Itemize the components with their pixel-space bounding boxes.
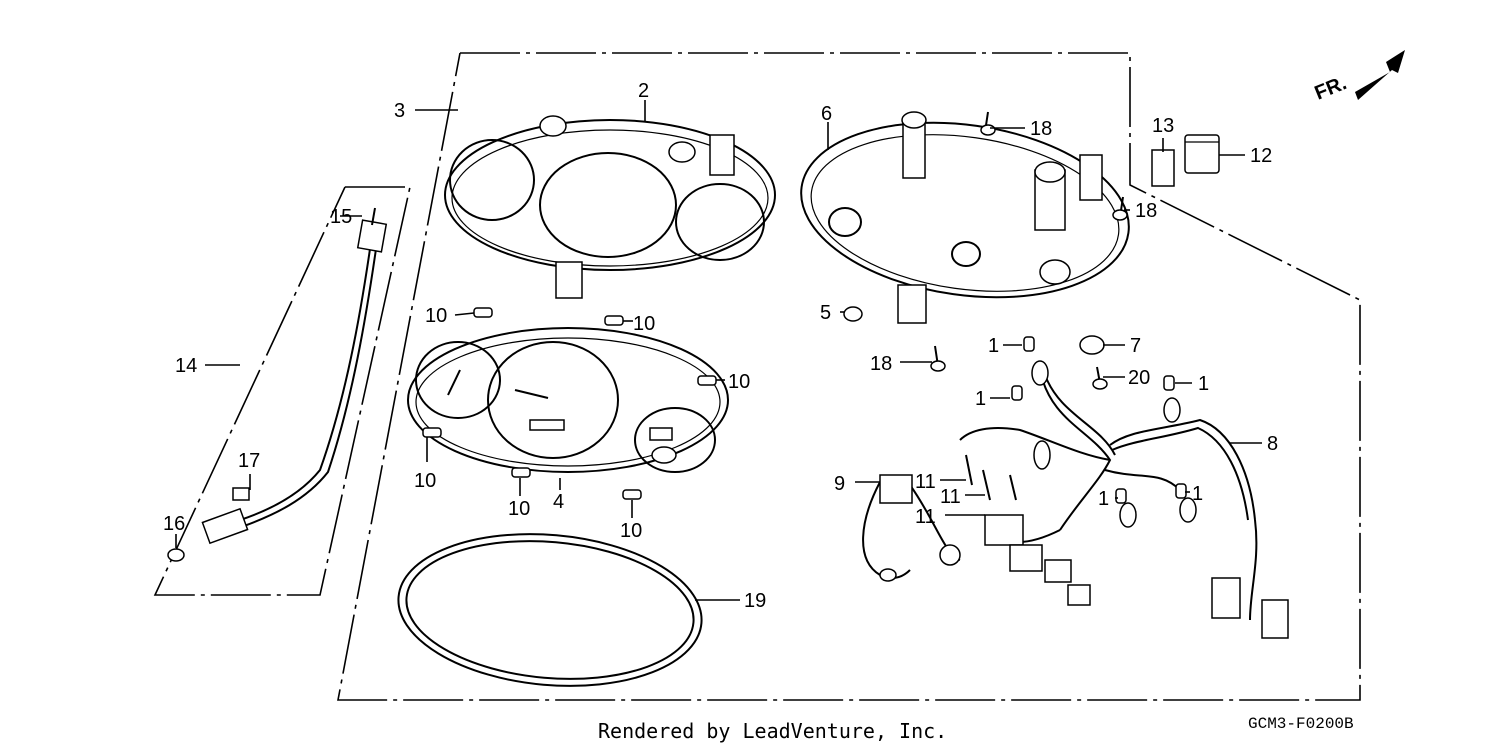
- speedometer-cable-part-14: [201, 207, 388, 545]
- leader-lines: [175, 100, 1262, 601]
- callout-11-a: 11: [915, 471, 936, 493]
- socket-part-1: [1011, 336, 1187, 504]
- callout-11-c: 11: [915, 506, 936, 528]
- footer-credit: Rendered by LeadVenture, Inc.: [598, 719, 947, 743]
- callout-19: 19: [744, 590, 766, 612]
- callout-18-lower: 18: [870, 353, 892, 375]
- callout-labels: 3 2 6 18 13 12 18 15 14 10 10 10 10 10 4…: [163, 80, 1278, 612]
- callout-7: 7: [1130, 335, 1141, 357]
- callout-10-f: 10: [620, 520, 642, 542]
- meter-case-part-2: [444, 115, 776, 299]
- direction-label: FR.: [1312, 72, 1350, 104]
- diagram-code: GCM3-F0200B: [1248, 715, 1354, 733]
- clip-part-7: [1079, 335, 1105, 355]
- bulb-part-10: [422, 307, 717, 500]
- gasket-part-19: [397, 533, 703, 687]
- callout-2: 2: [638, 80, 649, 102]
- callout-18-top: 18: [1030, 118, 1052, 140]
- meter-case-part-6: [800, 111, 1130, 324]
- pin-part-11: [965, 454, 1017, 501]
- wire-harness-part-8: [959, 360, 1289, 639]
- grommet-part-5: [843, 306, 863, 322]
- meter-face-part-4: [407, 327, 729, 473]
- callout-12: 12: [1250, 145, 1272, 167]
- callout-11-b: 11: [940, 486, 961, 508]
- plate-part-13: [1151, 149, 1175, 187]
- callout-18-right: 18: [1135, 200, 1157, 222]
- callout-10-b: 10: [633, 313, 655, 335]
- callout-13: 13: [1152, 115, 1174, 137]
- callout-1-c: 1: [1198, 373, 1209, 395]
- callout-10-d: 10: [414, 470, 436, 492]
- callout-6: 6: [821, 103, 832, 125]
- callout-1-e: 1: [1192, 483, 1203, 505]
- washer-part-16: [167, 548, 185, 562]
- sub-harness-part-9: [862, 474, 961, 582]
- callout-9: 9: [834, 473, 845, 495]
- front-direction-arrow-icon: FR.: [1312, 50, 1405, 105]
- cap-part-12: [1184, 134, 1220, 174]
- callout-5: 5: [820, 302, 831, 324]
- screw-part-20: [1092, 366, 1108, 390]
- callout-10-e: 10: [508, 498, 530, 520]
- screw-part-18: [930, 111, 1128, 372]
- callout-3: 3: [394, 100, 405, 122]
- callout-1-d: 1: [1098, 488, 1109, 510]
- bolt-part-17: [232, 487, 250, 501]
- callout-15: 15: [330, 206, 352, 228]
- callout-10-a: 10: [425, 305, 447, 327]
- callout-20: 20: [1128, 367, 1150, 389]
- callout-10-c: 10: [728, 371, 750, 393]
- callout-14: 14: [175, 355, 197, 377]
- callout-1-b: 1: [975, 388, 986, 410]
- callout-8: 8: [1267, 433, 1278, 455]
- callout-16: 16: [163, 513, 185, 535]
- callout-4: 4: [553, 491, 564, 513]
- callout-17: 17: [238, 450, 260, 472]
- callout-1-a: 1: [988, 335, 999, 357]
- assembly-frame-14: [153, 186, 411, 596]
- assembly-frame-3: [337, 52, 1361, 701]
